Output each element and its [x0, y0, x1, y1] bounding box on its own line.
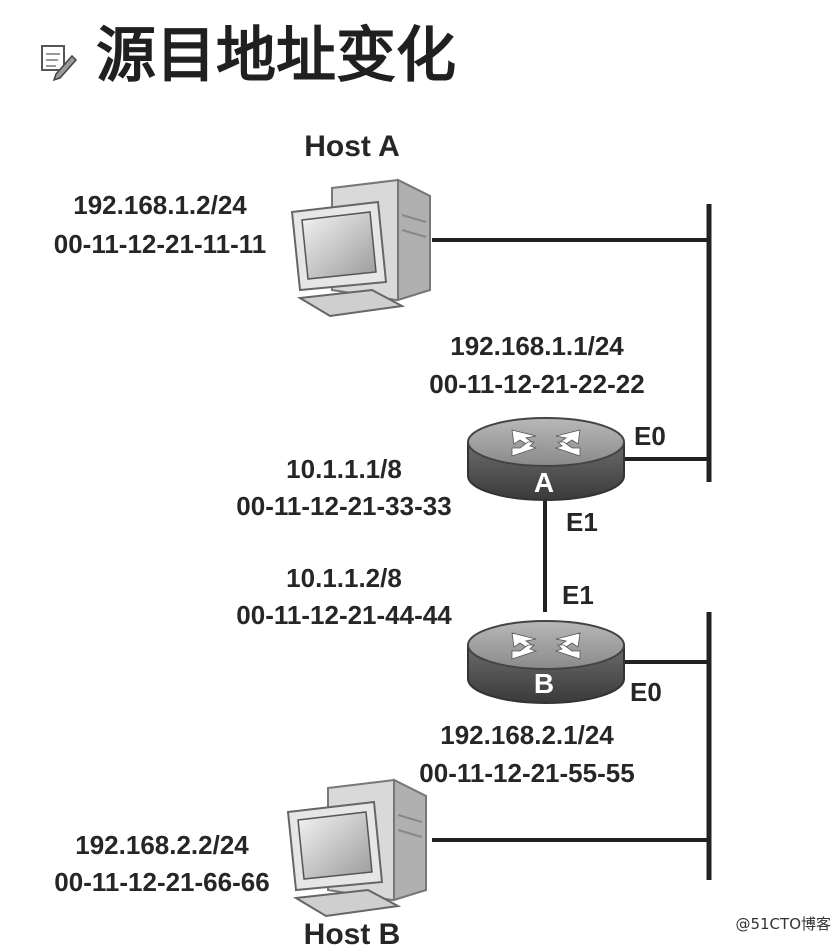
router-a-e0-port: E0 — [634, 421, 666, 451]
host-b-computer-icon — [287, 779, 427, 917]
router-b-e1-mac: 00-11-12-21-44-44 — [236, 600, 452, 630]
router-b-e0-ip: 192.168.2.1/24 — [440, 720, 614, 750]
page-title: 源目地址变化 — [96, 21, 456, 91]
host-b-mac: 00-11-12-21-66-66 — [54, 867, 270, 897]
watermark: @51CTO博客 — [732, 912, 834, 935]
router-b-label: B — [533, 668, 555, 699]
router-a-label: A — [533, 467, 555, 498]
router-a-e0-ip: 192.168.1.1/24 — [450, 331, 624, 361]
host-b-ip: 192.168.2.2/24 — [75, 830, 249, 860]
router-b-e1-port: E1 — [562, 580, 594, 610]
router-a-e0-mac: 00-11-12-21-22-22 — [429, 369, 645, 399]
router-a-e1-port: E1 — [566, 507, 598, 537]
host-b-name: Host B — [303, 918, 401, 951]
host-a-ip: 192.168.1.2/24 — [73, 190, 247, 220]
router-b-e0-port: E0 — [630, 677, 662, 707]
router-a-e1-ip: 10.1.1.1/8 — [286, 454, 402, 484]
host-a-name: Host A — [304, 130, 400, 163]
host-a-mac: 00-11-12-21-11-11 — [53, 229, 267, 259]
edit-note-icon — [41, 45, 78, 82]
router-b-e1-ip: 10.1.1.2/8 — [286, 563, 402, 593]
host-a-computer-icon — [291, 179, 431, 317]
router-b-e0-mac: 00-11-12-21-55-55 — [419, 758, 635, 788]
router-a-e1-mac: 00-11-12-21-33-33 — [236, 491, 452, 521]
